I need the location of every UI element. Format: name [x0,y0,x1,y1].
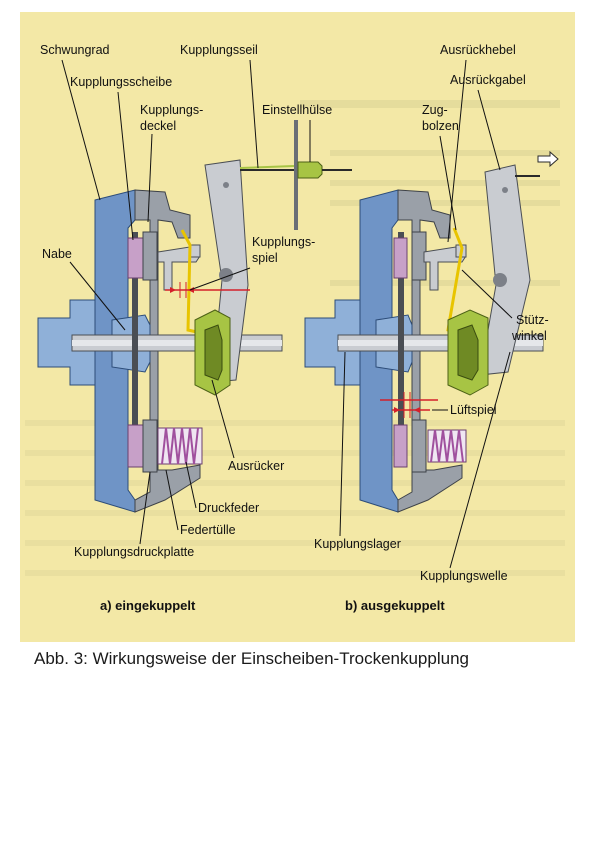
release-gap-measure [380,392,438,418]
label-kupplungsseil: Kupplungsseil [180,43,258,57]
pressure-spring-b [427,429,467,463]
lining-bottom-b [393,424,408,468]
pressure-plate-top-a [142,231,158,281]
lining-top-b [393,237,408,279]
show-through-texture [25,100,565,576]
label-kupplungsdruckplatte: Kupplungsdruckplatte [74,545,194,559]
label-kupplungsspiel-1: Kupplungs- [252,235,315,249]
pressure-plate-bottom-a [142,419,158,473]
label-kupplungsspiel-2: spiel [252,251,278,265]
label-federtuelle: Federtülle [180,523,236,537]
pressure-plate-bottom-b [411,419,427,473]
label-kupplungsscheibe: Kupplungsscheibe [70,75,172,89]
label-druckfeder: Druckfeder [198,501,259,515]
figure-caption: Abb. 3: Wirkungsweise der Einscheiben-Tr… [34,649,469,668]
lining-top-a [127,237,144,279]
clutch-disc-b [398,232,404,462]
label-zugbolzen-2: bolzen [422,119,459,133]
subcaption-a: a) eingekuppelt [100,598,196,613]
label-ausrueckhebel: Ausrückhebel [440,43,516,57]
label-einstellhuelse: Einstellhülse [262,103,332,117]
label-kupplungswelle: Kupplungswelle [420,569,508,583]
label-ausruecker: Ausrücker [228,459,284,473]
label-stuetzwinkel-1: Stütz- [516,313,549,327]
label-kupplungslager: Kupplungslager [314,537,401,551]
label-nabe: Nabe [42,247,72,261]
subcaption-b: b) ausgekuppelt [345,598,445,613]
adjuster-sleeve [294,120,298,230]
label-ausrueckgabel: Ausrückgabel [450,73,526,87]
label-kupplungsdeckel-2: deckel [140,119,176,133]
label-lueftspiel: Lüftspiel [450,403,497,417]
label-schwungrad: Schwungrad [40,43,110,57]
clutch-disc-a [132,232,138,462]
pressure-spring-a [157,427,203,465]
diagram-a-eingekuppelt: Schwungrad Kupplungsscheibe Kupplungs- d… [37,43,352,613]
pull-direction-arrow [537,150,559,168]
lining-bottom-a [127,424,144,468]
label-kupplungsdeckel-1: Kupplungs- [140,103,203,117]
label-zugbolzen-1: Zug- [422,103,448,117]
label-stuetzwinkel-2: winkel [511,329,547,343]
diagram-b-ausgekuppelt: Ausrückhebel Ausrückgabel Zug- bolzen St… [304,43,559,613]
